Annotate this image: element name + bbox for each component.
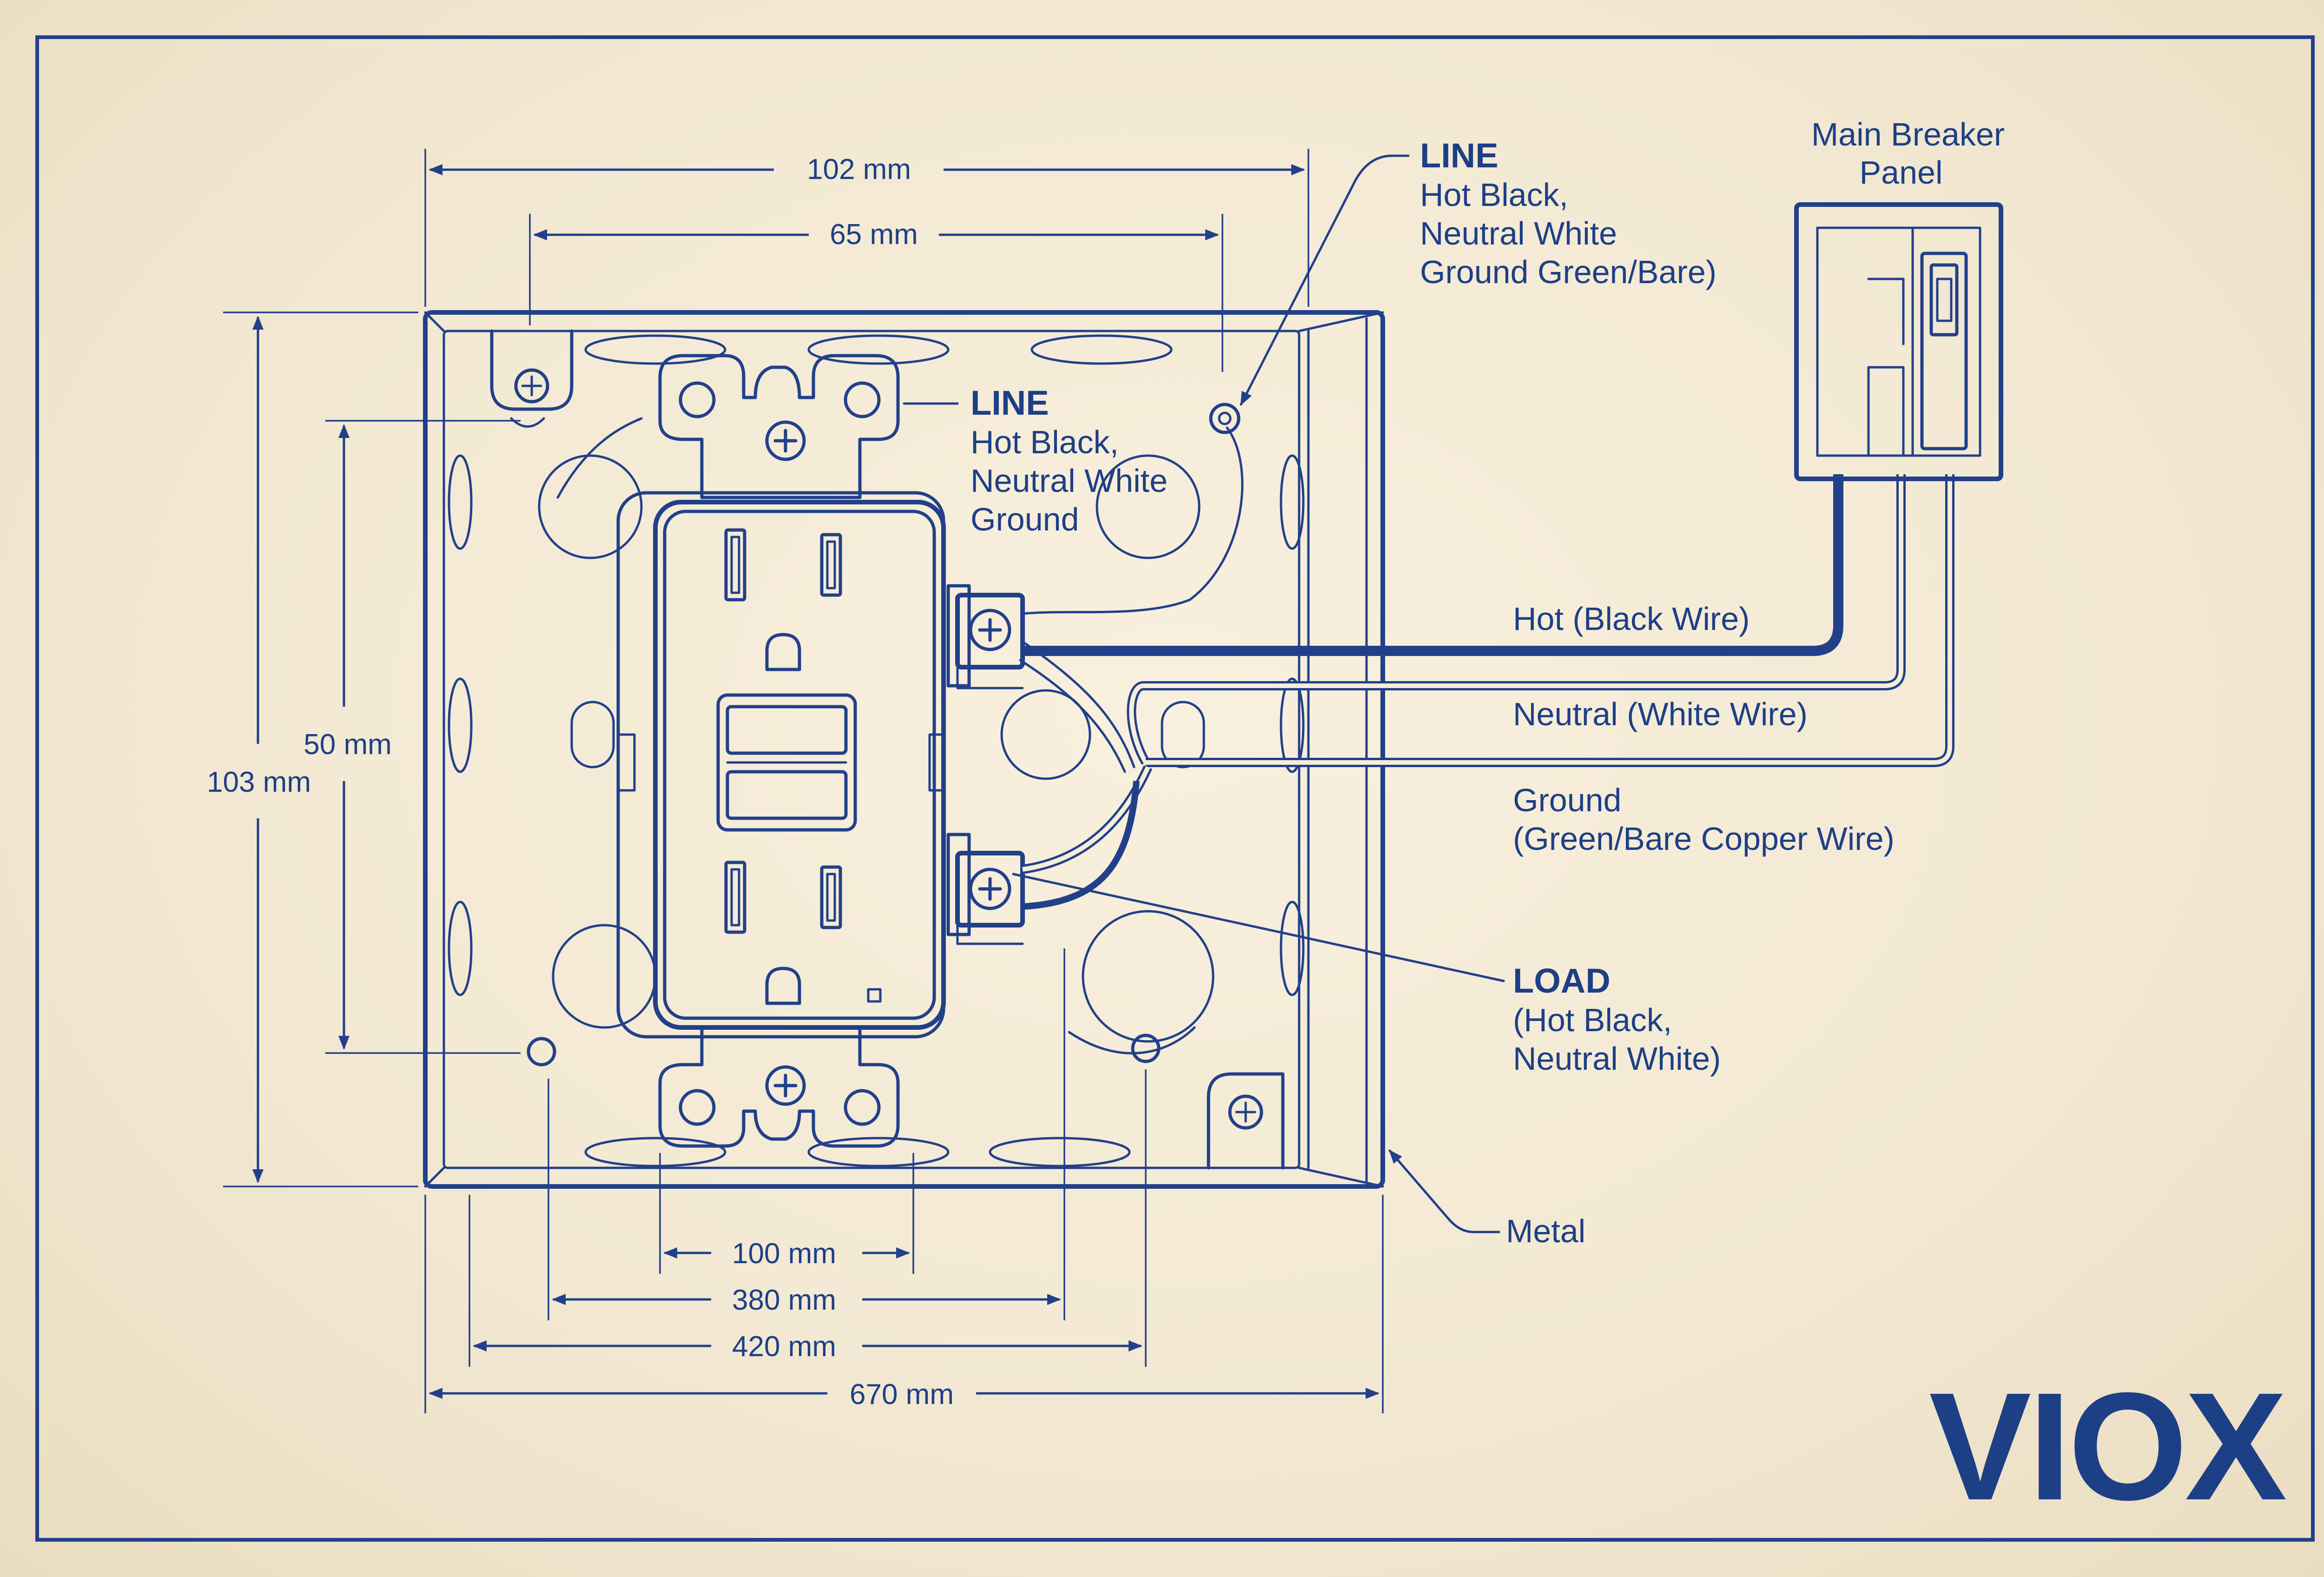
dim-670mm: 670 mm xyxy=(850,1378,954,1411)
load-title: LOAD xyxy=(1513,961,1611,1000)
panel-label-line2: Panel xyxy=(1859,154,1942,191)
dim-420mm: 420 mm xyxy=(732,1331,836,1363)
dim-102mm: 102 mm xyxy=(807,153,911,186)
line-top-neutral: Neutral White xyxy=(1420,215,1617,252)
wires xyxy=(1019,426,1954,910)
callout-leaders xyxy=(903,154,1505,1233)
viox-logo: VIOX xyxy=(1929,1360,2288,1532)
dim-103mm: 103 mm xyxy=(207,766,311,798)
label-line-side: LINE Hot Black, Neutral White Ground xyxy=(971,384,1168,537)
metal-label: Metal xyxy=(1506,1213,1585,1249)
dimension-lines xyxy=(223,149,1384,1413)
metal-box xyxy=(423,310,1385,1189)
line-side-title: LINE xyxy=(971,384,1049,422)
line-side-hot: Hot Black, xyxy=(971,424,1119,460)
blueprint-border xyxy=(35,35,2315,1542)
main-breaker-panel xyxy=(1794,202,2003,481)
ground-wire-label-line1: Ground xyxy=(1513,782,1621,818)
hot-wire-label: Hot (Black Wire) xyxy=(1513,601,1750,637)
dim-65mm: 65 mm xyxy=(830,219,918,251)
neutral-wire-label: Neutral (White Wire) xyxy=(1513,696,1808,732)
dim-50mm: 50 mm xyxy=(304,729,391,761)
line-top-hot: Hot Black, xyxy=(1420,177,1568,213)
label-line-top: LINE Hot Black, Neutral White Ground Gre… xyxy=(1420,136,1717,290)
line-side-neutral: Neutral White xyxy=(971,463,1168,499)
label-load: LOAD (Hot Black, Neutral White) xyxy=(1513,961,1721,1077)
ground-wire-label-line2: (Green/Bare Copper Wire) xyxy=(1513,821,1895,857)
dim-380mm: 380 mm xyxy=(732,1284,836,1316)
line-top-ground: Ground Green/Bare) xyxy=(1420,254,1717,290)
load-hot: (Hot Black, xyxy=(1513,1002,1672,1038)
panel-label-line1: Main Breaker xyxy=(1811,116,2005,152)
dim-100mm: 100 mm xyxy=(732,1238,836,1270)
gfci-receptacle xyxy=(616,354,1025,1148)
load-neutral: Neutral White) xyxy=(1513,1040,1721,1077)
line-side-ground: Ground xyxy=(971,501,1079,537)
line-top-title: LINE xyxy=(1420,136,1499,175)
